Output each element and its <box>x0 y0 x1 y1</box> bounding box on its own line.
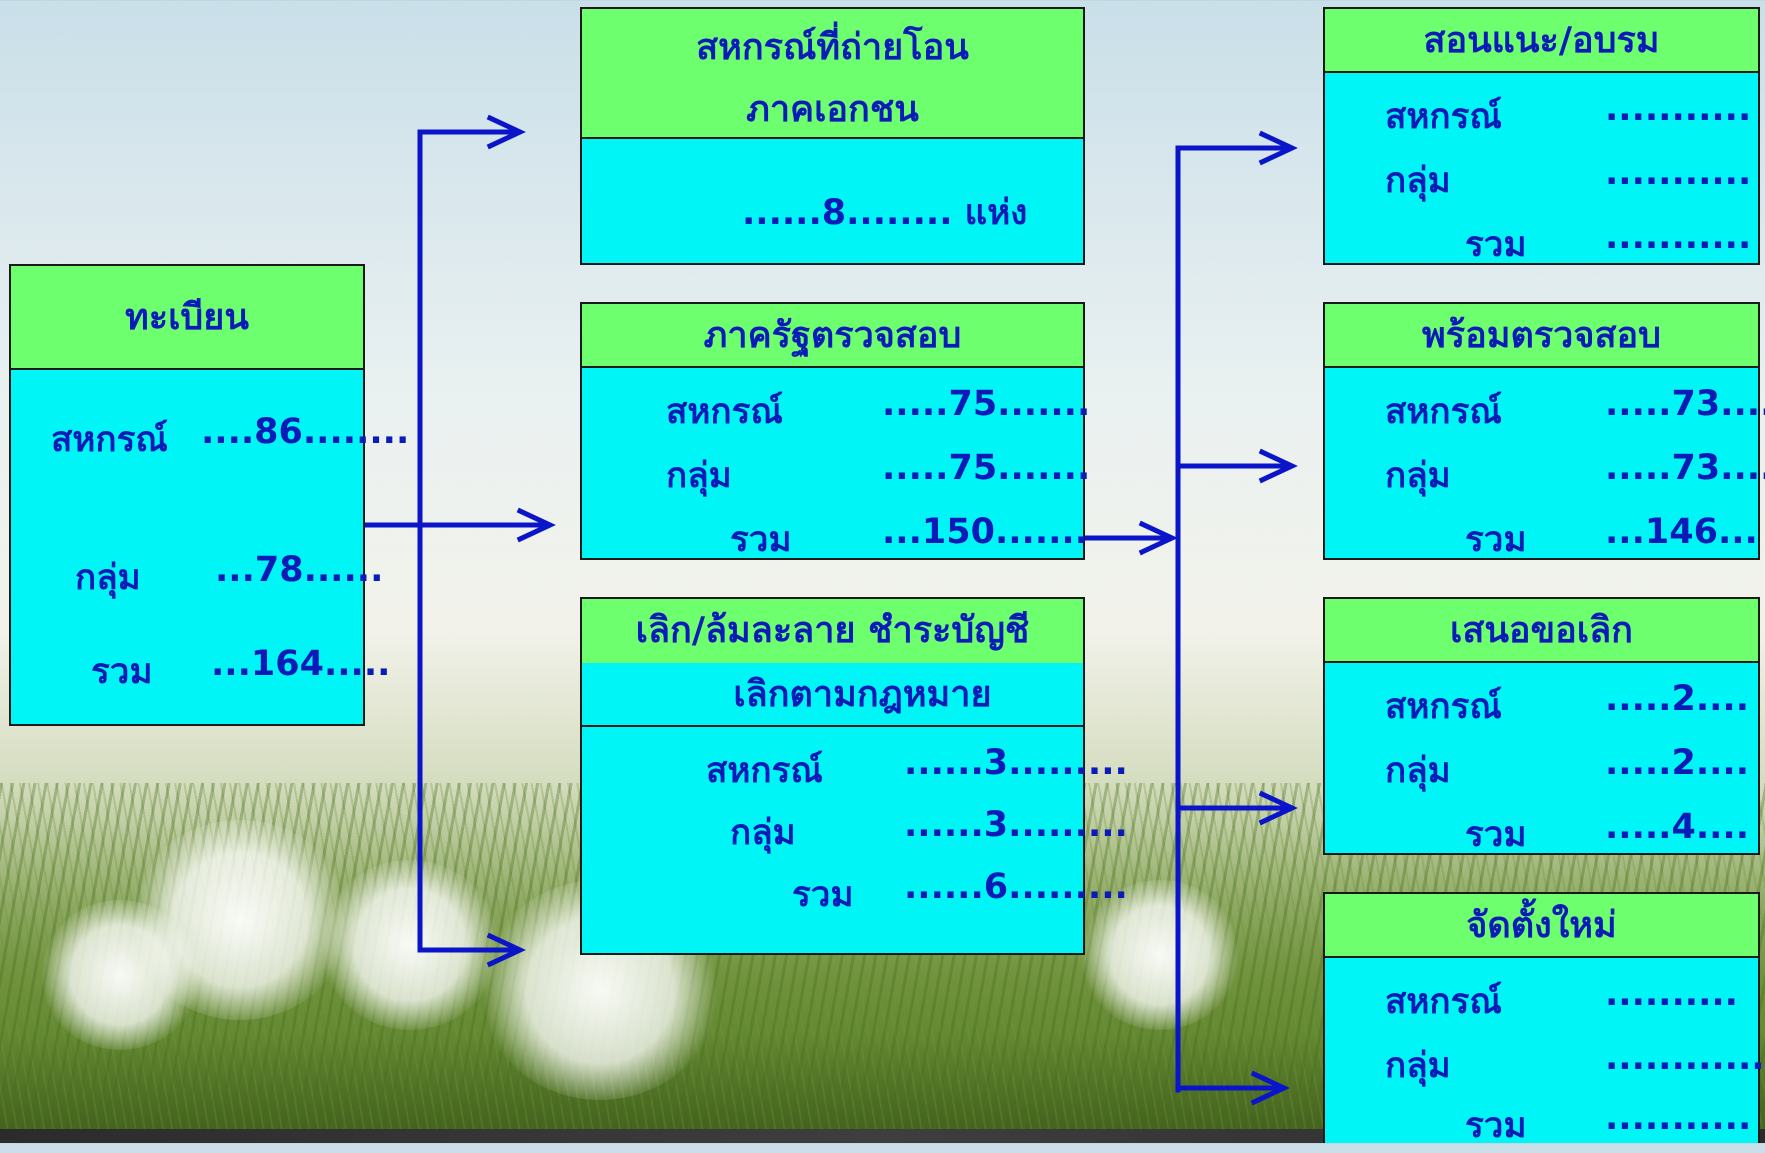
private-transfer-value: ......8........ แห่ง <box>742 193 1028 233</box>
ready-audit-total-label: รวม <box>1465 520 1527 560</box>
daisy-decoration <box>320 860 500 1030</box>
dissolution-title-line2: เลิกตามกฎหมาย <box>582 663 1083 727</box>
newly-established-coop-value: .......... <box>1605 974 1738 1014</box>
registration-total-label: รวม <box>91 652 153 692</box>
dissolution-title-line1: เลิก/ล้มละลาย ชำระบัญชี <box>582 599 1083 663</box>
ready-audit-total-value: ...146... <box>1605 512 1758 552</box>
advise-train-coop-label: สหกรณ์ <box>1385 97 1502 137</box>
propose-dissolve-group-value: .....2.... <box>1605 743 1750 783</box>
private-transfer-box: สหกรณ์ที่ถ่ายโอน ภาคเอกชน ......8.......… <box>580 7 1085 265</box>
dissolution-coop-label: สหกรณ์ <box>706 751 823 791</box>
daisy-decoration <box>1080 880 1240 1030</box>
private-transfer-title-line2: ภาคเอกชน <box>746 89 919 130</box>
government-audit-coop-label: สหกรณ์ <box>666 392 783 432</box>
registration-title: ทะเบียน <box>11 266 363 370</box>
dissolution-box: เลิก/ล้มละลาย ชำระบัญชี เลิกตามกฎหมาย สห… <box>580 597 1128 955</box>
government-audit-coop-value: .....75....... <box>882 384 1091 424</box>
advise-train-title: สอนแนะ/อบรม <box>1325 9 1758 73</box>
propose-dissolve-coop-value: .....2.... <box>1605 679 1750 719</box>
government-audit-total-value: ...150....... <box>882 512 1089 552</box>
advise-train-box: สอนแนะ/อบรม สหกรณ์ ........... กลุ่ม ...… <box>1323 7 1760 265</box>
dissolution-group-value: ......3......... <box>904 805 1128 845</box>
propose-dissolve-group-label: กลุ่ม <box>1385 751 1451 791</box>
propose-dissolve-title: เสนอขอเลิก <box>1325 599 1758 663</box>
registration-coop-label: สหกรณ์ <box>51 420 168 460</box>
registration-group-value: ...78...... <box>215 550 384 590</box>
government-audit-title: ภาครัฐตรวจสอบ <box>582 304 1083 368</box>
government-audit-group-value: .....75....... <box>882 448 1091 488</box>
newly-established-group-value: ............ <box>1605 1038 1765 1078</box>
propose-dissolve-total-label: รวม <box>1465 815 1527 855</box>
propose-dissolve-coop-label: สหกรณ์ <box>1385 687 1502 727</box>
advise-train-coop-value: ........... <box>1605 89 1752 129</box>
daisy-decoration <box>40 900 200 1050</box>
newly-established-box: จัดตั้งใหม่ สหกรณ์ .......... กลุ่ม ....… <box>1323 892 1765 1146</box>
advise-train-group-label: กลุ่ม <box>1385 161 1451 201</box>
advise-train-total-label: รวม <box>1465 225 1527 265</box>
government-audit-group-label: กลุ่ม <box>666 456 732 496</box>
newly-established-total-value: ........... <box>1605 1098 1752 1138</box>
dissolution-total-value: ......6......... <box>904 867 1128 907</box>
advise-train-group-value: ........... <box>1605 153 1752 193</box>
newly-established-coop-label: สหกรณ์ <box>1385 982 1502 1022</box>
dissolution-coop-value: ......3......... <box>904 743 1128 783</box>
private-transfer-header: สหกรณ์ที่ถ่ายโอน ภาคเอกชน <box>582 9 1083 139</box>
dissolution-group-label: กลุ่ม <box>730 813 796 853</box>
advise-train-total-value: ........... <box>1605 217 1752 257</box>
propose-dissolve-total-value: .....4.... <box>1605 807 1750 847</box>
registration-box: ทะเบียน สหกรณ์ ....86........ กลุ่ม ...7… <box>9 264 409 726</box>
newly-established-total-label: รวม <box>1465 1106 1527 1146</box>
private-transfer-title-line1: สหกรณ์ที่ถ่ายโอน <box>696 27 969 68</box>
ready-audit-group-label: กลุ่ม <box>1385 456 1451 496</box>
registration-group-label: กลุ่ม <box>75 558 141 598</box>
dissolution-total-label: รวม <box>792 875 854 915</box>
newly-established-group-label: กลุ่ม <box>1385 1046 1451 1086</box>
registration-total-value: ...164..... <box>211 644 391 684</box>
government-audit-box: ภาครัฐตรวจสอบ สหกรณ์ .....75....... กลุ่… <box>580 302 1090 560</box>
ready-audit-coop-value: .....73.... <box>1605 384 1765 424</box>
government-audit-total-label: รวม <box>730 520 792 560</box>
ready-audit-title: พร้อมตรวจสอบ <box>1325 304 1758 368</box>
ready-audit-box: พร้อมตรวจสอบ สหกรณ์ .....73.... กลุ่ม ..… <box>1323 302 1765 560</box>
propose-dissolve-box: เสนอขอเลิก สหกรณ์ .....2.... กลุ่ม .....… <box>1323 597 1760 855</box>
ready-audit-coop-label: สหกรณ์ <box>1385 392 1502 432</box>
registration-coop-value: ....86........ <box>201 412 410 452</box>
newly-established-title: จัดตั้งใหม่ <box>1325 894 1758 958</box>
ready-audit-group-value: .....73.... <box>1605 448 1765 488</box>
